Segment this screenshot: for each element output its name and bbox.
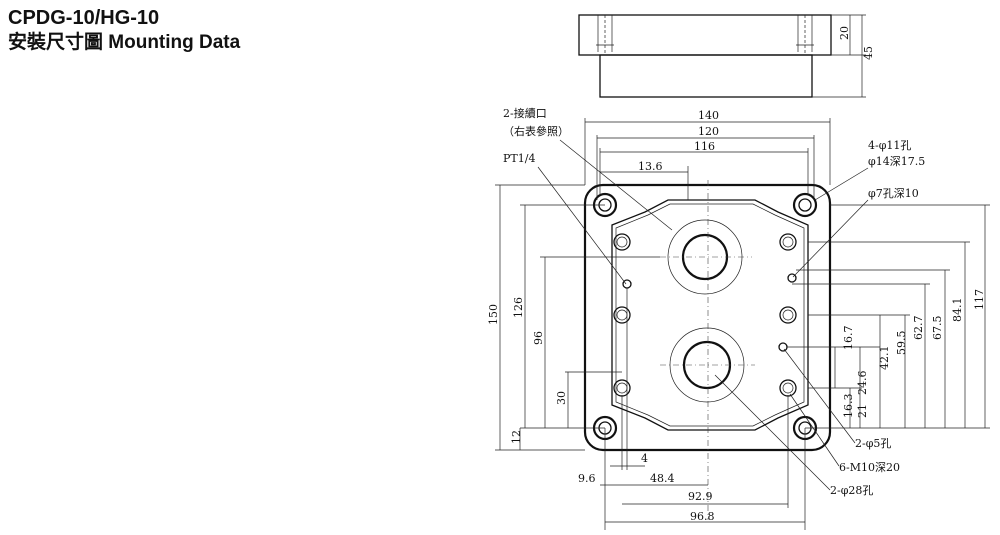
dim-30: 30 bbox=[555, 391, 568, 405]
pin-hole-7 bbox=[787, 273, 797, 283]
side-view-body bbox=[599, 54, 813, 98]
dim-126: 126 bbox=[512, 297, 525, 318]
dim-116: 116 bbox=[694, 140, 715, 153]
title-block: CPDG-10/HG-10 安裝尺寸圖 Mounting Data bbox=[8, 6, 240, 56]
drawing-subtitle: 安裝尺寸圖 Mounting Data bbox=[8, 32, 241, 53]
callout-4-holes: 4-φ11孔 bbox=[868, 139, 911, 152]
dim-16-7: 16.7 bbox=[842, 326, 855, 351]
dim-96-8: 96.8 bbox=[690, 510, 715, 523]
callouts: 2-接續口 （右表參照） PT1/4 4-φ11孔 φ14深17.5 φ7孔深1… bbox=[503, 106, 925, 497]
dim-16-3: 16.3 bbox=[842, 394, 855, 419]
seal-contour bbox=[611, 199, 809, 431]
dim-67-5: 67.5 bbox=[931, 316, 944, 341]
base-plate-outline bbox=[583, 183, 832, 452]
dim-59-5: 59.5 bbox=[895, 331, 908, 356]
dim-13-6: 13.6 bbox=[638, 160, 663, 173]
corner-hole-tr bbox=[792, 192, 818, 218]
callout-7-hole: φ7孔深10 bbox=[868, 187, 919, 200]
tap-hole bbox=[613, 306, 631, 324]
dim-48-4: 48.4 bbox=[650, 472, 675, 485]
tap-hole bbox=[779, 379, 797, 397]
left-dimensions: 150 126 96 30 12 bbox=[487, 184, 660, 451]
dim-92-9: 92.9 bbox=[688, 490, 713, 503]
dim-24-6: 24.6 bbox=[856, 371, 869, 396]
callout-ports: 2-接續口 bbox=[503, 106, 547, 120]
side-view-flange bbox=[578, 14, 832, 56]
dim-140: 140 bbox=[698, 109, 719, 122]
dim-120: 120 bbox=[698, 125, 719, 138]
tap-hole bbox=[779, 233, 797, 251]
callout-4-holes-depth: φ14深17.5 bbox=[868, 155, 925, 168]
dim-12: 12 bbox=[510, 430, 523, 444]
tap-hole bbox=[779, 306, 797, 324]
dim-84-1: 84.1 bbox=[951, 298, 964, 323]
side-view: 20 45 bbox=[578, 14, 875, 98]
right-dimensions: 16.7 16.3 24.6 21 42.1 59.5 62.7 67.5 84… bbox=[787, 204, 990, 429]
bottom-dimensions: 4 9.6 48.4 92.9 96.8 bbox=[578, 288, 806, 530]
dim-62-7: 62.7 bbox=[912, 316, 925, 341]
model-title: CPDG-10/HG-10 bbox=[8, 7, 160, 29]
callout-ports-note: （右表參照） bbox=[503, 124, 569, 138]
dim-42-1: 42.1 bbox=[878, 346, 891, 371]
callout-2-bores: 2-φ28孔 bbox=[830, 484, 873, 497]
tap-hole bbox=[613, 233, 631, 251]
pin-hole-5 bbox=[778, 342, 788, 352]
dim-side-45: 45 bbox=[862, 46, 875, 60]
callout-6-taps: 6-M10深20 bbox=[839, 461, 900, 474]
dim-side-20: 20 bbox=[838, 26, 851, 40]
callout-pt: PT1/4 bbox=[503, 152, 535, 165]
port-lower bbox=[669, 327, 745, 403]
dim-117: 117 bbox=[973, 289, 986, 310]
dim-9-6: 9.6 bbox=[578, 472, 596, 485]
dim-21: 21 bbox=[856, 404, 869, 418]
tap-hole bbox=[613, 379, 631, 397]
dim-150: 150 bbox=[487, 304, 500, 325]
callout-2-holes-5: 2-φ5孔 bbox=[855, 437, 891, 450]
top-dimensions: 140 120 116 13.6 bbox=[584, 109, 831, 200]
dim-96: 96 bbox=[532, 331, 545, 345]
dim-4: 4 bbox=[641, 452, 648, 465]
